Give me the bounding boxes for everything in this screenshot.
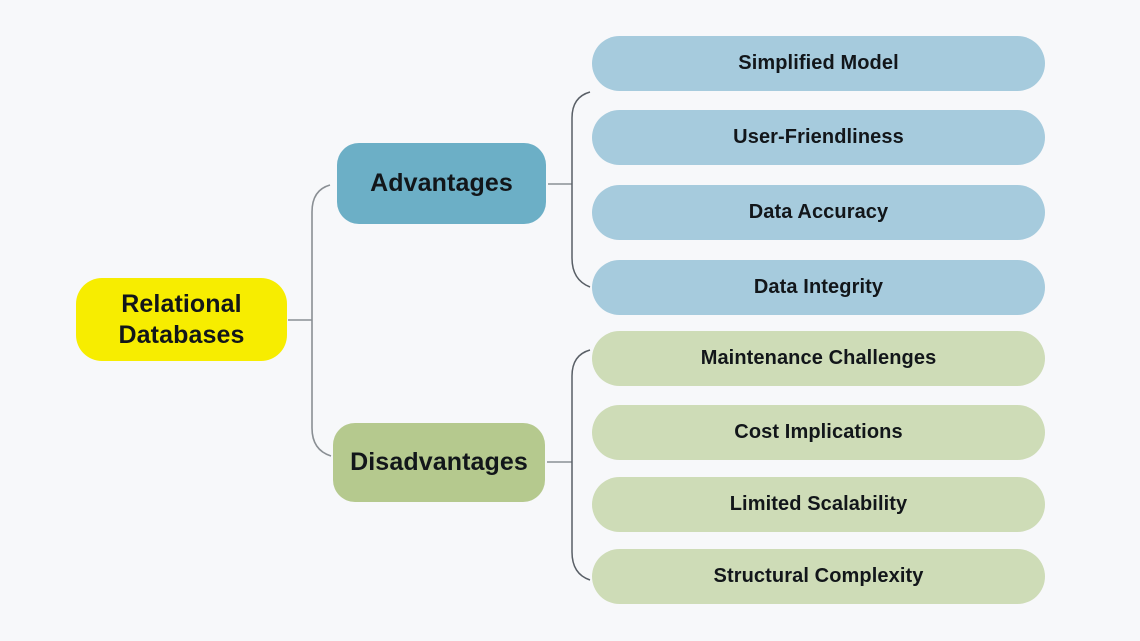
leaf-node-label: Maintenance Challenges: [700, 347, 937, 370]
leaf-node-label: Limited Scalability: [729, 493, 908, 516]
leaf-node-simplified-model[interactable]: Simplified Model: [592, 36, 1045, 91]
root-node[interactable]: Relational Databases: [76, 278, 287, 361]
leaf-node-label: User-Friendliness: [733, 126, 904, 149]
leaf-node-label: Cost Implications: [734, 421, 903, 444]
leaf-node-maintenance-challenges[interactable]: Maintenance Challenges: [592, 331, 1045, 386]
root-bracket: [311, 184, 332, 457]
branch-node-disadvantages[interactable]: Disadvantages: [333, 423, 545, 502]
leaf-node-label: Structural Complexity: [713, 565, 924, 588]
branch-node-advantages-label: Advantages: [370, 169, 513, 198]
root-node-label: Relational Databases: [118, 290, 245, 349]
leaf-node-data-integrity[interactable]: Data Integrity: [592, 260, 1045, 315]
leaf-node-label: Data Accuracy: [748, 201, 889, 224]
leaf-node-limited-scalability[interactable]: Limited Scalability: [592, 477, 1045, 532]
leaf-node-data-accuracy[interactable]: Data Accuracy: [592, 185, 1045, 240]
leaf-node-cost-implications[interactable]: Cost Implications: [592, 405, 1045, 460]
leaf-node-structural-complexity[interactable]: Structural Complexity: [592, 549, 1045, 604]
leaf-node-label: Data Integrity: [753, 276, 884, 299]
leaf-node-user-friendliness[interactable]: User-Friendliness: [592, 110, 1045, 165]
branch-node-disadvantages-label: Disadvantages: [350, 448, 528, 477]
advantages-bracket: [571, 91, 591, 288]
branch-node-advantages[interactable]: Advantages: [337, 143, 546, 224]
leaf-node-label: Simplified Model: [738, 52, 899, 75]
disadvantages-bracket: [571, 349, 591, 581]
